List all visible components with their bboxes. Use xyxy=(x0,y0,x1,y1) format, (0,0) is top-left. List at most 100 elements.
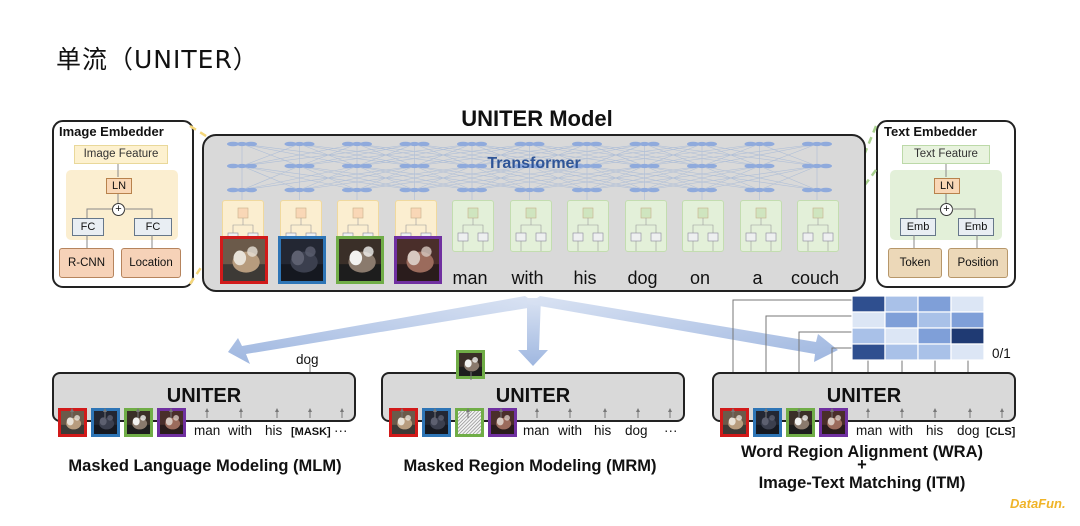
region-photo xyxy=(223,239,265,281)
masked-region-pattern xyxy=(458,411,481,434)
alignment-cell xyxy=(851,311,886,329)
region-image-tile xyxy=(394,236,442,284)
arrow-to-mlm xyxy=(228,296,540,364)
image-embedder-panel: Image Embedder Image Feature LN + FC FC … xyxy=(52,120,194,288)
input-token: ··· xyxy=(334,423,348,438)
input-token: dog xyxy=(625,423,648,438)
alignment-cell xyxy=(950,343,985,361)
text-embedder-title: Text Embedder xyxy=(884,124,977,139)
embedding-column-detail xyxy=(572,207,604,251)
region-photo xyxy=(491,411,514,434)
image-ln-box: LN xyxy=(106,178,132,194)
input-token: with xyxy=(889,423,914,438)
mrm-task-label: Masked Region Modeling (MRM) xyxy=(403,457,657,475)
input-token: [MASK] xyxy=(291,426,331,438)
region-image-tile xyxy=(336,236,384,284)
location-input-box: Location xyxy=(121,248,181,278)
arrow-to-wra xyxy=(528,296,838,362)
embedding-column xyxy=(452,200,494,252)
region-image-tile xyxy=(720,408,749,437)
text-embedder-connectors xyxy=(913,164,978,248)
arrow-to-mrm xyxy=(518,298,548,366)
region-photo xyxy=(127,411,150,434)
predicted-region-tile xyxy=(456,350,485,379)
input-word: dog xyxy=(627,268,658,288)
input-token: his xyxy=(265,423,283,438)
alignment-cell xyxy=(917,311,952,329)
alignment-cell xyxy=(851,343,886,361)
embedding-column xyxy=(682,200,724,252)
embedding-column-detail xyxy=(457,207,489,251)
mrm-uniter-label: UNITER xyxy=(495,385,571,407)
embedding-column-detail xyxy=(515,207,546,251)
page-title: 单流（UNITER） xyxy=(56,45,259,74)
region-image-tile xyxy=(786,408,815,437)
alignment-cell xyxy=(884,343,919,361)
region-image-tile xyxy=(157,408,186,437)
input-token: man xyxy=(194,423,221,438)
datafun-logo: DataFun. xyxy=(1010,496,1066,511)
text-emb-left: Emb xyxy=(900,218,936,236)
region-photo xyxy=(339,239,381,281)
input-word: a xyxy=(752,268,763,288)
alignment-cell xyxy=(917,327,952,345)
region-photo xyxy=(397,239,439,281)
alignment-cell xyxy=(917,343,952,361)
embedding-column xyxy=(739,200,782,252)
rcnn-input-box: R-CNN xyxy=(59,248,114,278)
region-image-tile xyxy=(422,408,451,437)
region-image-tile xyxy=(819,408,848,437)
input-word: with xyxy=(511,268,544,288)
itm-task-label: Image-Text Matching (ITM) xyxy=(758,474,966,492)
embedding-column-detail xyxy=(687,207,719,251)
embedding-column-detail xyxy=(745,207,776,251)
embedding-column-detail xyxy=(802,207,834,251)
alignment-cell xyxy=(851,327,886,345)
input-token: with xyxy=(558,423,583,438)
alignment-cell xyxy=(884,327,919,345)
embedding-column-detail xyxy=(630,207,661,251)
input-word: his xyxy=(573,268,597,288)
region-photo xyxy=(281,239,323,281)
input-token: his xyxy=(926,423,944,438)
text-feature-label: Text Feature xyxy=(902,145,990,164)
region-photo xyxy=(756,411,779,434)
text-ln-box: LN xyxy=(934,178,960,194)
image-embedder-connectors xyxy=(86,164,153,248)
wra-uniter-label: UNITER xyxy=(826,385,902,407)
region-photo xyxy=(789,411,812,434)
input-word: on xyxy=(689,268,711,288)
region-image-tile xyxy=(91,408,120,437)
mlm-output-word: dog xyxy=(296,352,319,367)
alignment-cell xyxy=(884,311,919,329)
embedding-column xyxy=(509,200,552,252)
region-photo xyxy=(425,411,448,434)
input-token: dog xyxy=(957,423,980,438)
alignment-cell xyxy=(950,327,985,345)
input-token: man xyxy=(856,423,883,438)
transformer-label: Transformer xyxy=(487,155,581,172)
input-token: man xyxy=(523,423,550,438)
region-image-tile xyxy=(753,408,782,437)
region-photo xyxy=(392,411,415,434)
embedding-column xyxy=(624,200,667,252)
model-title: UNITER Model xyxy=(461,106,613,131)
input-token: [CLS] xyxy=(986,426,1016,438)
region-photo xyxy=(822,411,845,434)
input-token: with xyxy=(228,423,253,438)
input-token: his xyxy=(594,423,612,438)
image-feature-label: Image Feature xyxy=(74,145,168,164)
image-fc-left: FC xyxy=(72,218,104,236)
mlm-task-label: Masked Language Modeling (MLM) xyxy=(68,457,342,475)
position-input-box: Position xyxy=(948,248,1008,278)
region-photo xyxy=(459,353,482,376)
region-image-tile xyxy=(488,408,517,437)
wra-task-label: Word Region Alignment (WRA) xyxy=(741,443,983,461)
region-photo xyxy=(160,411,183,434)
region-image-tile xyxy=(455,408,484,437)
region-photo xyxy=(723,411,746,434)
mlm-uniter-label: UNITER xyxy=(166,385,242,407)
wra-task-plus: + xyxy=(857,456,867,474)
alignment-cell xyxy=(884,295,919,313)
